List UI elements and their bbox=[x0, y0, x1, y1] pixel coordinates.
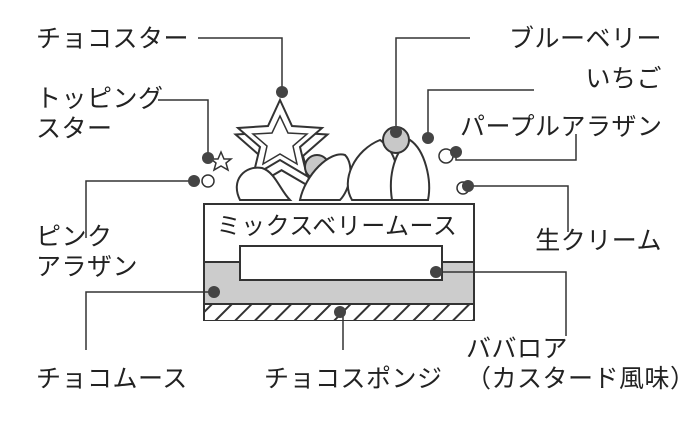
label-blueberry: ブルーベリー bbox=[508, 24, 662, 53]
cake-title: ミックスベリームース bbox=[216, 212, 458, 240]
label-pink-argent: ピンク アラザン bbox=[36, 222, 138, 282]
label-topping-star-line2: スター bbox=[36, 114, 113, 143]
label-bavarois-line2: （カスタード風味） bbox=[466, 364, 688, 393]
label-bavarois-line1: ババロア bbox=[466, 334, 569, 363]
label-choco-star: チョコスター bbox=[36, 24, 190, 53]
label-topping-star: トッピング スター bbox=[36, 84, 164, 144]
label-pink-argent-line1: ピンク bbox=[36, 222, 113, 251]
fruit-shapes bbox=[201, 126, 470, 201]
cake-body bbox=[203, 203, 475, 321]
label-choco-mousse: チョコムース bbox=[36, 364, 188, 393]
label-pink-argent-line2: アラザン bbox=[36, 252, 139, 281]
label-strawberry: いちご bbox=[585, 64, 662, 93]
anchor-dots bbox=[188, 86, 474, 318]
label-purple-argent: パープルアラザン bbox=[460, 112, 663, 141]
label-fresh-cream: 生クリーム bbox=[535, 226, 662, 255]
label-topping-star-line1: トッピング bbox=[36, 84, 164, 113]
label-bavarois: ババロア （カスタード風味） bbox=[466, 334, 688, 394]
label-choco-sponge: チョコスポンジ bbox=[264, 364, 443, 393]
